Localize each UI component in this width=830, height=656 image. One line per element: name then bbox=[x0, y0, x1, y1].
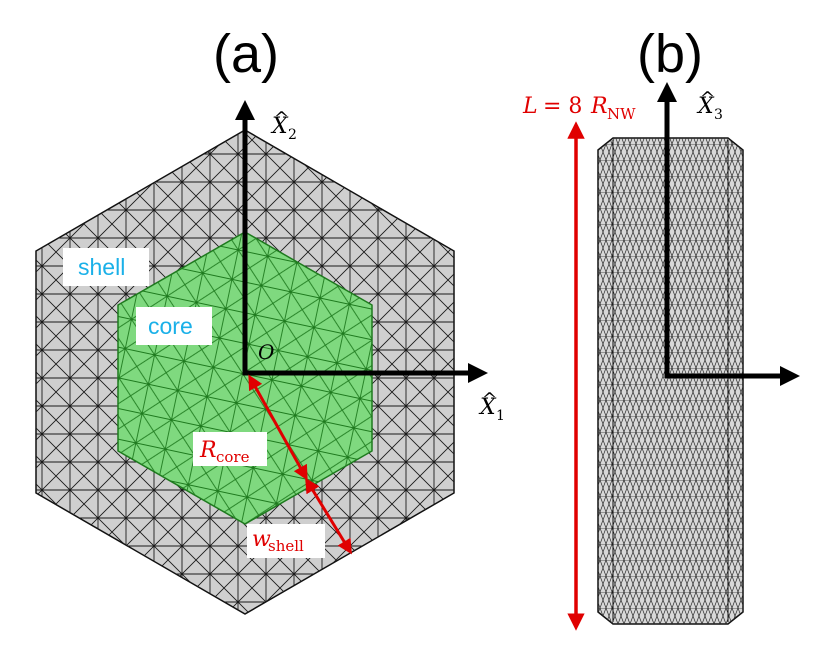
origin-label: O bbox=[258, 340, 274, 364]
w-shell-arrow bbox=[305, 477, 352, 555]
svg-text:1: 1 bbox=[496, 408, 505, 424]
svg-text:R: R bbox=[590, 94, 608, 119]
svg-text:^: ^ bbox=[482, 389, 497, 410]
svg-text:core: core bbox=[216, 448, 250, 466]
svg-text:3: 3 bbox=[714, 107, 723, 123]
svg-text:^: ^ bbox=[700, 88, 715, 109]
svg-text:L: L bbox=[522, 94, 538, 119]
x3-axis-label: ^ X 3 bbox=[696, 88, 723, 123]
svg-text:^: ^ bbox=[274, 108, 289, 129]
core-label: core bbox=[148, 313, 193, 339]
x1-axis-label: ^ X 1 bbox=[478, 389, 505, 424]
length-label: L = 8 R NW bbox=[522, 94, 636, 123]
r-core-label: R core bbox=[193, 432, 267, 466]
shell-label-box: shell bbox=[63, 248, 149, 286]
svg-text:= 8: = 8 bbox=[536, 94, 582, 119]
core-label-box: core bbox=[136, 307, 212, 345]
svg-text:R: R bbox=[199, 438, 217, 463]
svg-text:X: X bbox=[478, 395, 497, 420]
svg-text:X: X bbox=[270, 114, 289, 139]
panel-b-label: (b) bbox=[637, 24, 703, 84]
x2-axis-label: ^ X 2 bbox=[270, 108, 297, 143]
w-shell-label: w shell bbox=[247, 524, 325, 558]
svg-text:X: X bbox=[696, 94, 715, 119]
svg-text:shell: shell bbox=[268, 537, 304, 555]
hexagonal-core bbox=[117, 231, 373, 525]
svg-text:NW: NW bbox=[607, 105, 636, 123]
panel-a-label: (a) bbox=[213, 24, 279, 84]
r-core-arrow bbox=[248, 374, 308, 481]
svg-text:w: w bbox=[252, 527, 271, 552]
svg-text:2: 2 bbox=[288, 127, 297, 143]
nanowire-column bbox=[597, 137, 744, 625]
shell-label: shell bbox=[78, 254, 125, 280]
